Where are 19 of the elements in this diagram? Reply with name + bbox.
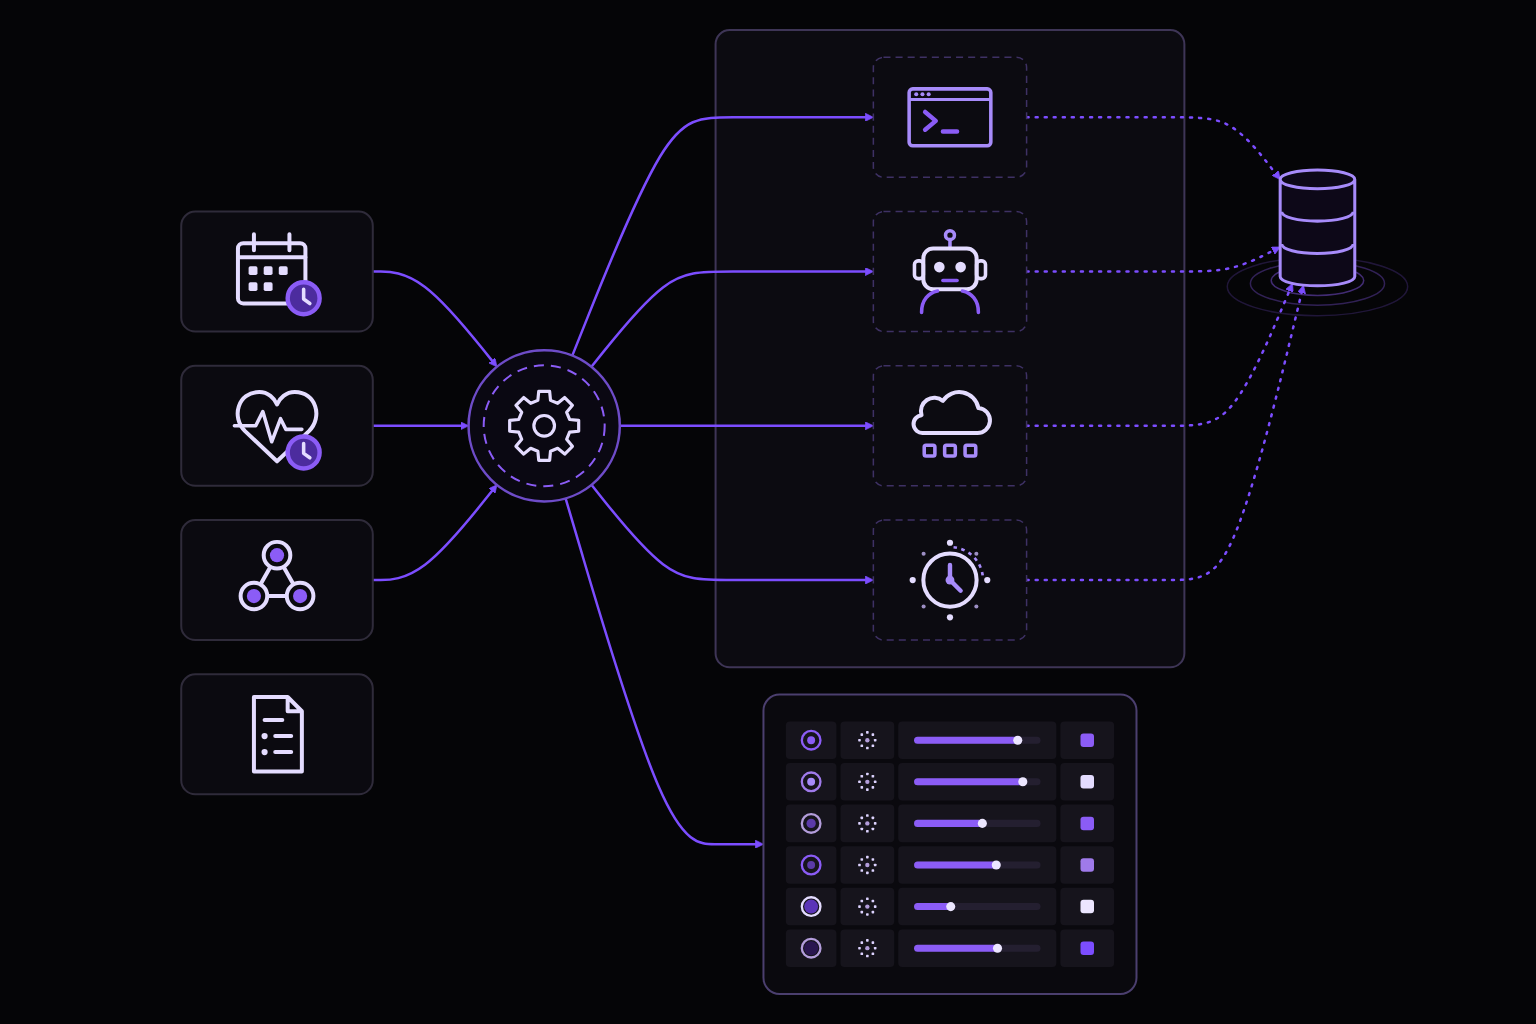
- arrow: [372, 270, 498, 368]
- hub-circle: [467, 348, 622, 503]
- arrow: [372, 484, 498, 582]
- database-cylinder: [1278, 168, 1357, 288]
- dashed-tile: [872, 56, 1028, 179]
- table-panel: [762, 693, 1138, 995]
- dashed-tile: [872, 365, 1028, 487]
- dashed-tile: [872, 519, 1028, 641]
- input-tile: [180, 364, 374, 487]
- arrow: [571, 112, 874, 357]
- input-tile: [180, 519, 374, 642]
- arrow: [619, 421, 874, 431]
- arrow: [372, 421, 469, 431]
- arrow: [590, 267, 874, 368]
- input-tile: [180, 673, 374, 796]
- input-tile: [180, 210, 374, 333]
- dashed-tile: [872, 210, 1028, 333]
- arrow: [590, 484, 874, 585]
- arrow: [564, 497, 764, 849]
